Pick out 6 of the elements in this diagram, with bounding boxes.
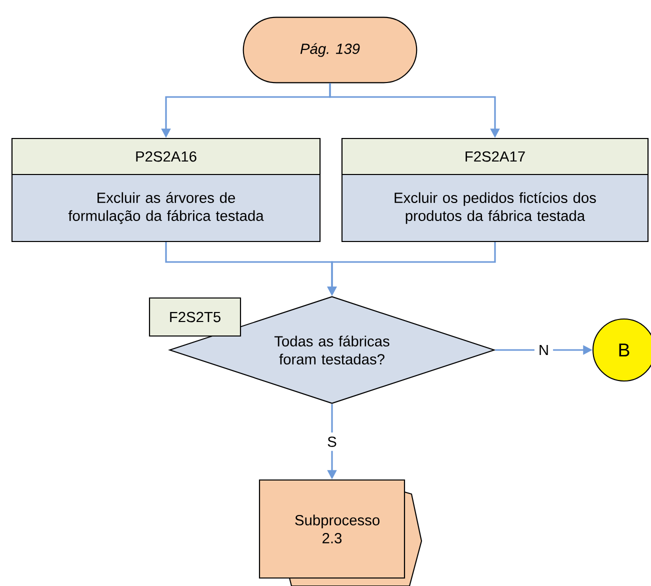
step-code-box: F2S2T5 — [148, 297, 242, 337]
process-box: F2S2A17 Excluir os pedidos fictícios dos produtos da fábrica testada — [341, 138, 649, 242]
subprocess-box: Subprocesso 2.3 — [258, 479, 422, 586]
process-box: P2S2A16 Excluir as árvores de formulação da fábrica testada — [11, 138, 321, 242]
edge-label: S — [323, 432, 341, 451]
edge-label: N — [534, 340, 554, 360]
